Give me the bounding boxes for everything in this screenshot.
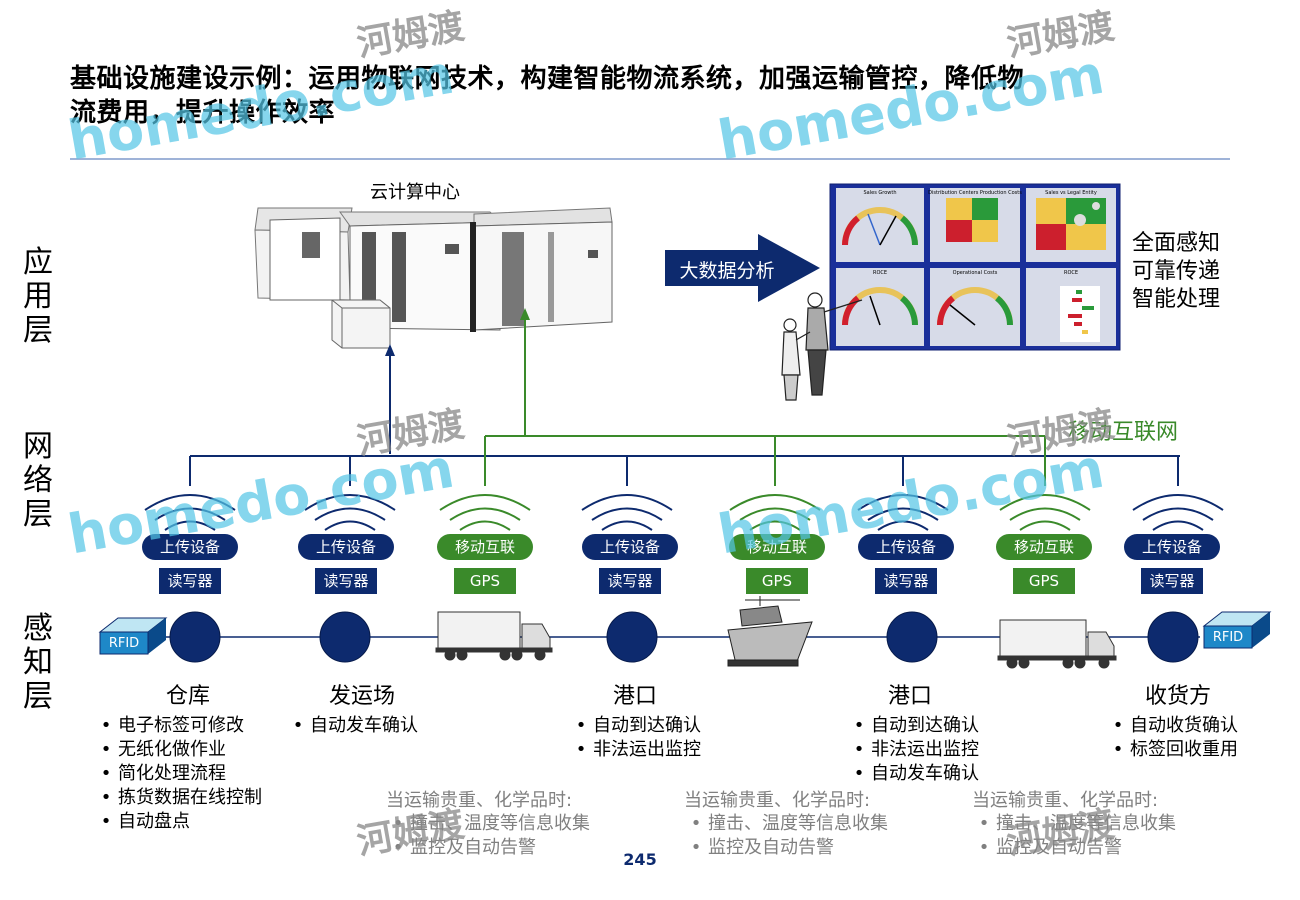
- ship-icon: [727, 596, 813, 667]
- mobile-link-badge: 移动互联: [729, 534, 825, 560]
- transport-note: 当运输贵重、化学品时: 撞击、温度等信息收集 监控及自动告警: [386, 786, 590, 860]
- panel-title: Sales Growth: [864, 190, 897, 196]
- big-data-analysis-label: 大数据分析: [679, 260, 775, 282]
- list-item: 撞击、温度等信息收集: [684, 812, 888, 836]
- list-item: 自动到达确认: [569, 714, 701, 738]
- rfid-label: RFID: [108, 636, 140, 651]
- upload-device-badge: 上传设备: [1124, 534, 1220, 560]
- list-item: 非法运出监控: [569, 738, 701, 762]
- rfid-tag-icon: [1202, 611, 1272, 649]
- feature-item: 可靠传递: [1132, 259, 1221, 284]
- node-title-port-1: 港口: [612, 684, 657, 709]
- list-item: 监控及自动告警: [386, 836, 590, 860]
- layer-label-network: 网络层: [23, 429, 53, 532]
- reader-box: 读写器: [315, 568, 377, 594]
- node-title-warehouse: 仓库: [165, 684, 210, 709]
- port-1-feature-list: 自动到达确认 非法运出监控: [569, 714, 701, 762]
- note-list: 撞击、温度等信息收集 监控及自动告警: [386, 812, 590, 860]
- node-title-port-2: 港口: [887, 684, 932, 709]
- gps-box: GPS: [1013, 568, 1075, 594]
- truck-icon: [997, 619, 1117, 669]
- panel-title: ROCE: [873, 270, 887, 276]
- layer-label-application: 应用层: [23, 245, 53, 348]
- reader-box: 读写器: [159, 568, 221, 594]
- cloud-computing-center-label: 云计算中心: [370, 182, 460, 203]
- page-title: 基础设施建设示例：运用物联网技术，构建智能物流系统，加强运输管控，降低物流费用，…: [70, 64, 1025, 128]
- transport-note: 当运输贵重、化学品时: 撞击、温度等信息收集 监控及自动告警: [684, 786, 888, 860]
- title-divider: [70, 158, 1230, 160]
- node-circle-port-2: [886, 611, 938, 663]
- list-item: 自动收货确认: [1106, 714, 1238, 738]
- presenters-illustration: [781, 292, 863, 401]
- warehouse-feature-list: 电子标签可修改 无纸化做作业 简化处理流程 拣货数据在线控制 自动盘点: [94, 714, 262, 834]
- node-circle-port-1: [606, 611, 658, 663]
- big-data-arrow: [665, 234, 820, 302]
- list-item: 简化处理流程: [94, 762, 262, 786]
- node-title-dispatch: 发运场: [328, 684, 395, 709]
- list-item: 无纸化做作业: [94, 738, 262, 762]
- rfid-tag-icon: [98, 617, 168, 655]
- truck-icon: [435, 611, 553, 661]
- dashboard-screen: Sales Growth Distribution Centers Produc…: [829, 183, 1121, 351]
- list-item: 拣货数据在线控制: [94, 786, 262, 810]
- note-heading: 当运输贵重、化学品时:: [684, 790, 871, 811]
- panel-title: Sales vs Legal Entity: [1045, 190, 1097, 196]
- node-title-receiver: 收货方: [1144, 684, 1211, 709]
- reader-box: 读写器: [875, 568, 937, 594]
- gps-box: GPS: [454, 568, 516, 594]
- feature-item: 全面感知: [1132, 231, 1221, 256]
- node-circle-receiver: [1147, 611, 1199, 663]
- reader-box: 读写器: [1141, 568, 1203, 594]
- panel-title: Distribution Centers Production Costs: [928, 190, 1022, 196]
- feature-list: 全面感知 可靠传递 智能处理: [1132, 230, 1220, 314]
- reader-box: 读写器: [599, 568, 661, 594]
- arrowhead: [520, 308, 530, 320]
- list-item: 监控及自动告警: [684, 836, 888, 860]
- layer-label-perception: 感知层: [23, 611, 53, 714]
- receiver-feature-list: 自动收货确认 标签回收重用: [1106, 714, 1238, 762]
- feature-item: 智能处理: [1132, 287, 1221, 312]
- mobile-link-badge: 移动互联: [996, 534, 1092, 560]
- list-item: 自动发车确认: [847, 762, 979, 786]
- wireless-signal-icons: [144, 494, 1224, 531]
- node-circle-warehouse: [169, 611, 221, 663]
- list-item: 撞击、温度等信息收集: [972, 812, 1176, 836]
- list-item: 电子标签可修改: [94, 714, 262, 738]
- note-heading: 当运输贵重、化学品时:: [386, 790, 573, 811]
- list-item: 撞击、温度等信息收集: [386, 812, 590, 836]
- note-list: 撞击、温度等信息收集 监控及自动告警: [684, 812, 888, 860]
- panel-title: ROCE: [1064, 270, 1078, 276]
- mobile-internet-label: 移动互联网: [1068, 420, 1179, 445]
- note-list: 撞击、温度等信息收集 监控及自动告警: [972, 812, 1176, 860]
- page-number: 245: [623, 850, 657, 869]
- cloud-datacenter-illustration: [254, 207, 613, 349]
- panel-title: Operational Costs: [953, 270, 998, 276]
- upload-device-badge: 上传设备: [298, 534, 394, 560]
- list-item: 非法运出监控: [847, 738, 979, 762]
- upload-device-badge: 上传设备: [858, 534, 954, 560]
- upload-device-badge: 上传设备: [582, 534, 678, 560]
- transport-note: 当运输贵重、化学品时: 撞击、温度等信息收集 监控及自动告警: [972, 786, 1176, 860]
- upload-device-badge: 上传设备: [142, 534, 238, 560]
- list-item: 自动盘点: [94, 810, 262, 834]
- arrowhead: [385, 344, 395, 356]
- list-item: 标签回收重用: [1106, 738, 1238, 762]
- rfid-label: RFID: [1212, 630, 1244, 645]
- list-item: 监控及自动告警: [972, 836, 1176, 860]
- note-heading: 当运输贵重、化学品时:: [972, 790, 1159, 811]
- list-item: 自动发车确认: [286, 714, 418, 738]
- gps-box: GPS: [746, 568, 808, 594]
- list-item: 自动到达确认: [847, 714, 979, 738]
- mobile-link-badge: 移动互联: [437, 534, 533, 560]
- dispatch-feature-list: 自动发车确认: [286, 714, 418, 738]
- node-circle-dispatch: [319, 611, 371, 663]
- port-2-feature-list: 自动到达确认 非法运出监控 自动发车确认: [847, 714, 979, 786]
